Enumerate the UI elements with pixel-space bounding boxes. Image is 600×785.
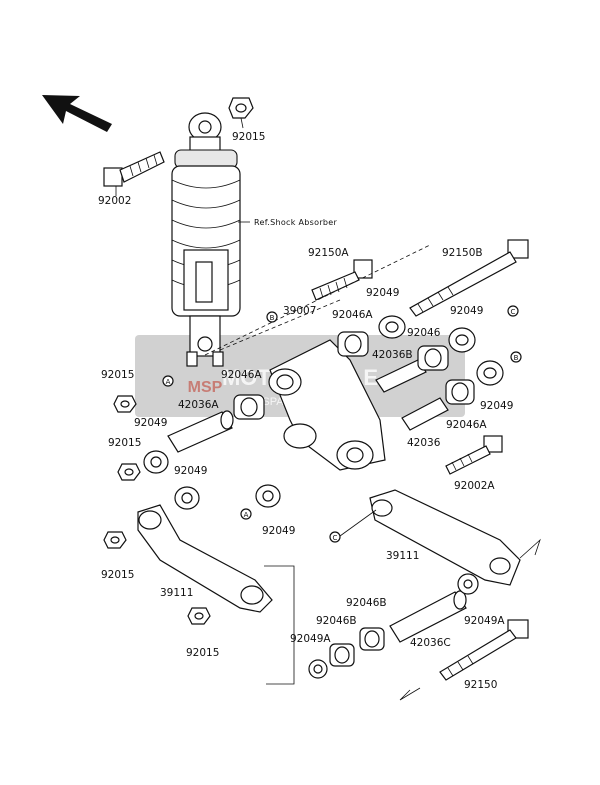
label-39111-b: 39111 (386, 550, 419, 562)
front-direction-arrow-icon (42, 95, 112, 132)
bearing-92046A-right (445, 379, 475, 405)
bolt-92002 (103, 151, 165, 196)
label-92049A-a: 92049A (464, 615, 505, 627)
sleeve-42036C (389, 590, 467, 643)
bearing-92046B-b (329, 643, 355, 667)
label-92046B-a: 92046B (346, 597, 387, 609)
label-92049-f: 92049 (262, 525, 295, 537)
washer-92049-center (255, 484, 281, 508)
shock-absorber (171, 112, 241, 367)
label-92046A-a: 92046A (332, 309, 373, 321)
label-92150: 92150 (464, 679, 497, 691)
washer-92049-far-right (476, 360, 504, 386)
label-42036: 42036 (407, 437, 441, 449)
ref-marker-c-2: C (329, 531, 341, 543)
ref-marker-a-1: A (162, 375, 174, 387)
label-92049-a: 92049 (366, 287, 399, 299)
label-92046: 92046 (407, 327, 441, 339)
svg-text:C: C (333, 534, 338, 542)
svg-text:B: B (270, 314, 275, 322)
label-92015-l1: 92015 (101, 369, 134, 381)
tie-rod-39111-right (339, 489, 541, 586)
tie-rod-39111-left (137, 504, 273, 613)
label-39007: 39007 (283, 305, 316, 317)
svg-text:A: A (166, 378, 171, 386)
sleeve-42036A (167, 410, 234, 453)
label-92046A-b: 92046A (221, 369, 262, 381)
svg-text:B: B (514, 354, 519, 362)
ref-marker-b-2: B (510, 351, 522, 363)
label-92049-c: 92049 (134, 417, 167, 429)
bearing-92046 (417, 345, 449, 371)
label-92049-e: 92049 (480, 400, 513, 412)
nut-92015-left-2 (117, 463, 141, 481)
bearing-92046A-top (337, 331, 369, 357)
label-92015-l2: 92015 (108, 437, 141, 449)
label-ref-shock: Ref.Shock Absorber (254, 218, 338, 227)
svg-text:A: A (244, 511, 249, 519)
label-39111-a: 39111 (160, 587, 193, 599)
sleeve-42036 (401, 397, 449, 431)
label-92015-l4: 92015 (186, 647, 219, 659)
nut-92015-left-1 (113, 395, 137, 413)
label-92046B-b: 92046B (316, 615, 357, 627)
washer-92049-mid-left (174, 486, 200, 510)
label-92150B: 92150B (442, 247, 483, 259)
label-92015-top: 92015 (232, 131, 265, 143)
label-92002A: 92002A (454, 480, 495, 492)
sleeve-42036B (375, 359, 427, 393)
ref-marker-c-1: C (507, 305, 519, 317)
nut-92015-top (228, 97, 254, 129)
svg-text:C: C (511, 308, 516, 316)
label-42036C: 42036C (410, 637, 451, 649)
ref-marker-b-1: B (266, 311, 278, 323)
label-92015-l3: 92015 (101, 569, 134, 581)
ref-marker-a-2: A (240, 508, 252, 520)
bolt-92002A (445, 435, 503, 475)
nut-92015-left-3 (103, 531, 127, 549)
bolt-92150 (399, 619, 529, 701)
label-92049A-b: 92049A (290, 633, 331, 645)
watermark-mark: MSP (188, 379, 223, 396)
rocker-arm-39007 (268, 339, 386, 471)
washer-92049-right (448, 327, 476, 353)
bolt-92150B (409, 239, 529, 317)
label-92002: 92002 (98, 195, 131, 207)
bolt-92150A (311, 259, 373, 301)
washer-92049-left (143, 450, 169, 474)
label-92046A-c: 92046A (446, 419, 487, 431)
washer-92049A-left (308, 659, 328, 679)
label-92049-b: 92049 (450, 305, 483, 317)
label-42036B: 42036B (372, 349, 413, 361)
nut-92015-bottom (187, 607, 211, 625)
label-92049-d: 92049 (174, 465, 207, 477)
bearing-92046A-left (233, 394, 265, 420)
label-42036A: 42036A (178, 399, 219, 411)
bearing-92046B-a (359, 627, 385, 651)
label-92150A: 92150A (308, 247, 349, 259)
washer-92049A-right (457, 573, 479, 595)
washer-92049-top (378, 315, 406, 339)
